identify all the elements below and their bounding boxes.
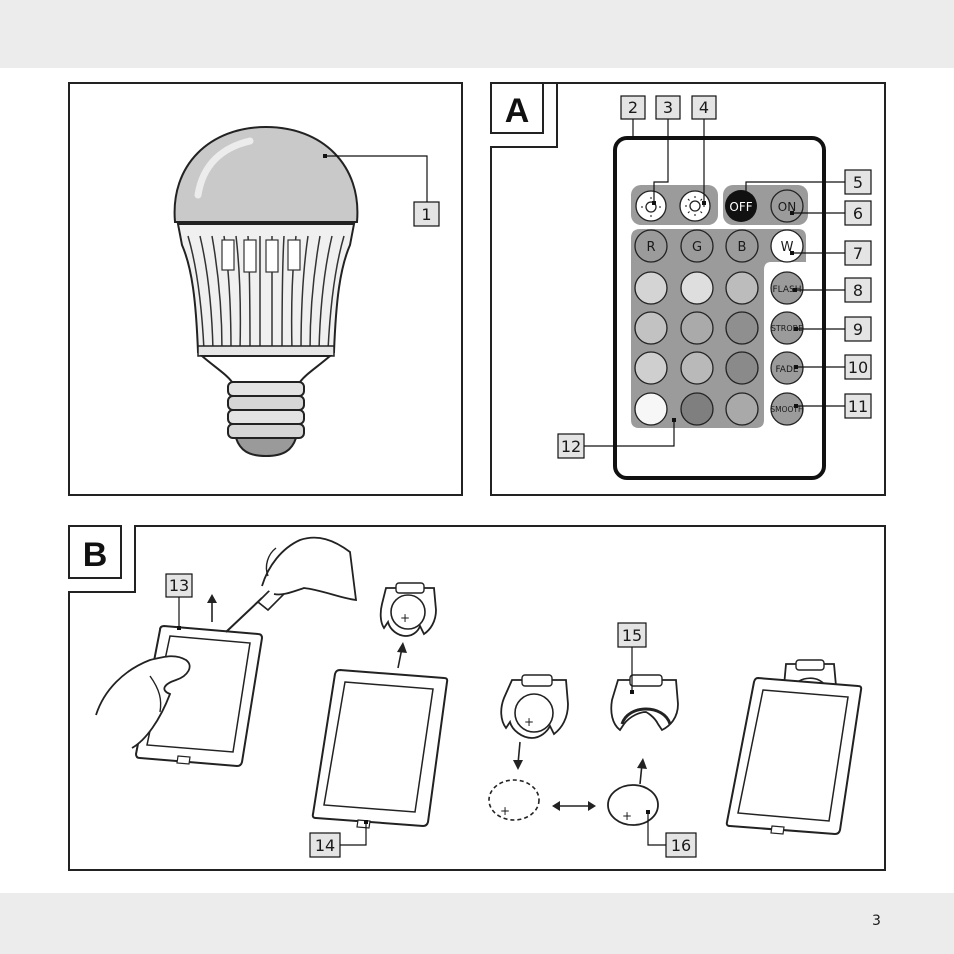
callout-9-box [844, 316, 872, 342]
callout-8-box [844, 277, 872, 303]
strobe-button[interactable]: STROBE [770, 311, 804, 345]
callout-15-box [617, 622, 647, 648]
on-button-label: ON [778, 200, 796, 214]
callout-9-label: 9 [853, 320, 863, 339]
callout-6-box [844, 200, 872, 226]
red-button-label: R [646, 240, 655, 255]
color-button[interactable] [680, 351, 714, 385]
panel-a-letter: A [505, 92, 530, 130]
green-button[interactable]: G [680, 229, 714, 263]
callout-16-box [665, 832, 697, 858]
callout-5-box [844, 169, 872, 195]
callout-12-label: 12 [561, 437, 581, 456]
coin-battery-icon [390, 594, 426, 630]
callout-3-box [655, 95, 681, 120]
fade-button-label: FADE [775, 365, 798, 375]
bulb-panel: 1 [68, 82, 463, 496]
strobe-button-label: STROBE [771, 324, 803, 333]
callout-14-label: 14 [315, 836, 335, 855]
flash-button-label: FLASH [772, 285, 801, 295]
blue-button[interactable]: B [725, 229, 759, 263]
color-button[interactable] [725, 311, 759, 345]
bottom-band [0, 893, 954, 954]
panel-a-callouts [584, 119, 845, 447]
panel-b: B + [68, 525, 886, 871]
svg-text:+: + [622, 809, 632, 823]
color-button[interactable] [634, 351, 668, 385]
callout-3-label: 3 [663, 98, 673, 117]
brightness-up-button[interactable] [679, 190, 711, 222]
off-button-label: OFF [729, 200, 752, 214]
callout-13-box [165, 573, 193, 598]
callout-11-label: 11 [848, 397, 868, 416]
callout-12-box [557, 433, 585, 459]
panel-b-letter-box [68, 525, 122, 579]
color-button[interactable] [680, 271, 714, 305]
color-button[interactable] [634, 271, 668, 305]
step-open-remote-drawing [95, 536, 358, 768]
callout-8-label: 8 [853, 281, 863, 300]
remote-control-drawing: OFF ON R G B W [613, 136, 826, 480]
callout-1-box [413, 201, 440, 227]
color-button[interactable] [634, 311, 668, 345]
top-band [0, 0, 954, 68]
panel-a: A OFF [490, 82, 886, 496]
on-button[interactable]: ON [770, 189, 804, 223]
callout-10-box [844, 354, 872, 380]
white-button[interactable]: W [770, 229, 804, 263]
step-swap-battery-drawing: + + + [488, 674, 679, 826]
callout-14-box [309, 832, 341, 858]
green-button-label: G [692, 240, 702, 255]
callout-10-label: 10 [848, 358, 868, 377]
callout-5-label: 5 [853, 173, 863, 192]
led-bulb-drawing [173, 125, 359, 458]
svg-text:+: + [500, 804, 510, 818]
svg-text:+: + [524, 715, 534, 729]
flash-button[interactable]: FLASH [770, 271, 804, 305]
step-reinsert-holder-drawing [725, 659, 863, 836]
old-battery-outline [488, 779, 540, 821]
panel-a-letter-box [490, 82, 544, 134]
callout-4-box [691, 95, 717, 120]
callout-11-box [844, 393, 872, 419]
callout-7-label: 7 [853, 244, 863, 263]
dim-sun-icon [645, 201, 657, 213]
callout-16-label: 16 [671, 836, 691, 855]
callout-6-label: 6 [853, 204, 863, 223]
callout-15-label: 15 [622, 626, 642, 645]
smooth-button[interactable]: SMOOTH [770, 392, 804, 426]
fade-button[interactable]: FADE [770, 351, 804, 385]
brightness-down-button[interactable] [635, 190, 667, 222]
callout-1-label: 1 [421, 205, 431, 224]
callout-2-box [620, 95, 646, 120]
callout-7-box [844, 240, 872, 266]
red-button[interactable]: R [634, 229, 668, 263]
panel-b-letter: B [83, 536, 108, 574]
color-button[interactable] [725, 351, 759, 385]
color-button[interactable] [725, 271, 759, 305]
color-button[interactable] [680, 392, 714, 426]
color-button[interactable] [725, 392, 759, 426]
svg-text:+: + [400, 611, 410, 625]
callout-13-label: 13 [169, 576, 189, 595]
bright-sun-icon [689, 200, 701, 212]
smooth-button-label: SMOOTH [770, 405, 803, 414]
color-button[interactable] [634, 392, 668, 426]
color-keypad-area [631, 229, 806, 428]
off-button[interactable]: OFF [725, 190, 757, 222]
callout-4-label: 4 [699, 98, 709, 117]
blue-button-label: B [738, 240, 747, 255]
color-button-grid [634, 271, 759, 426]
callout-2-label: 2 [628, 98, 638, 117]
color-button[interactable] [680, 311, 714, 345]
page-number: 3 [872, 913, 881, 929]
